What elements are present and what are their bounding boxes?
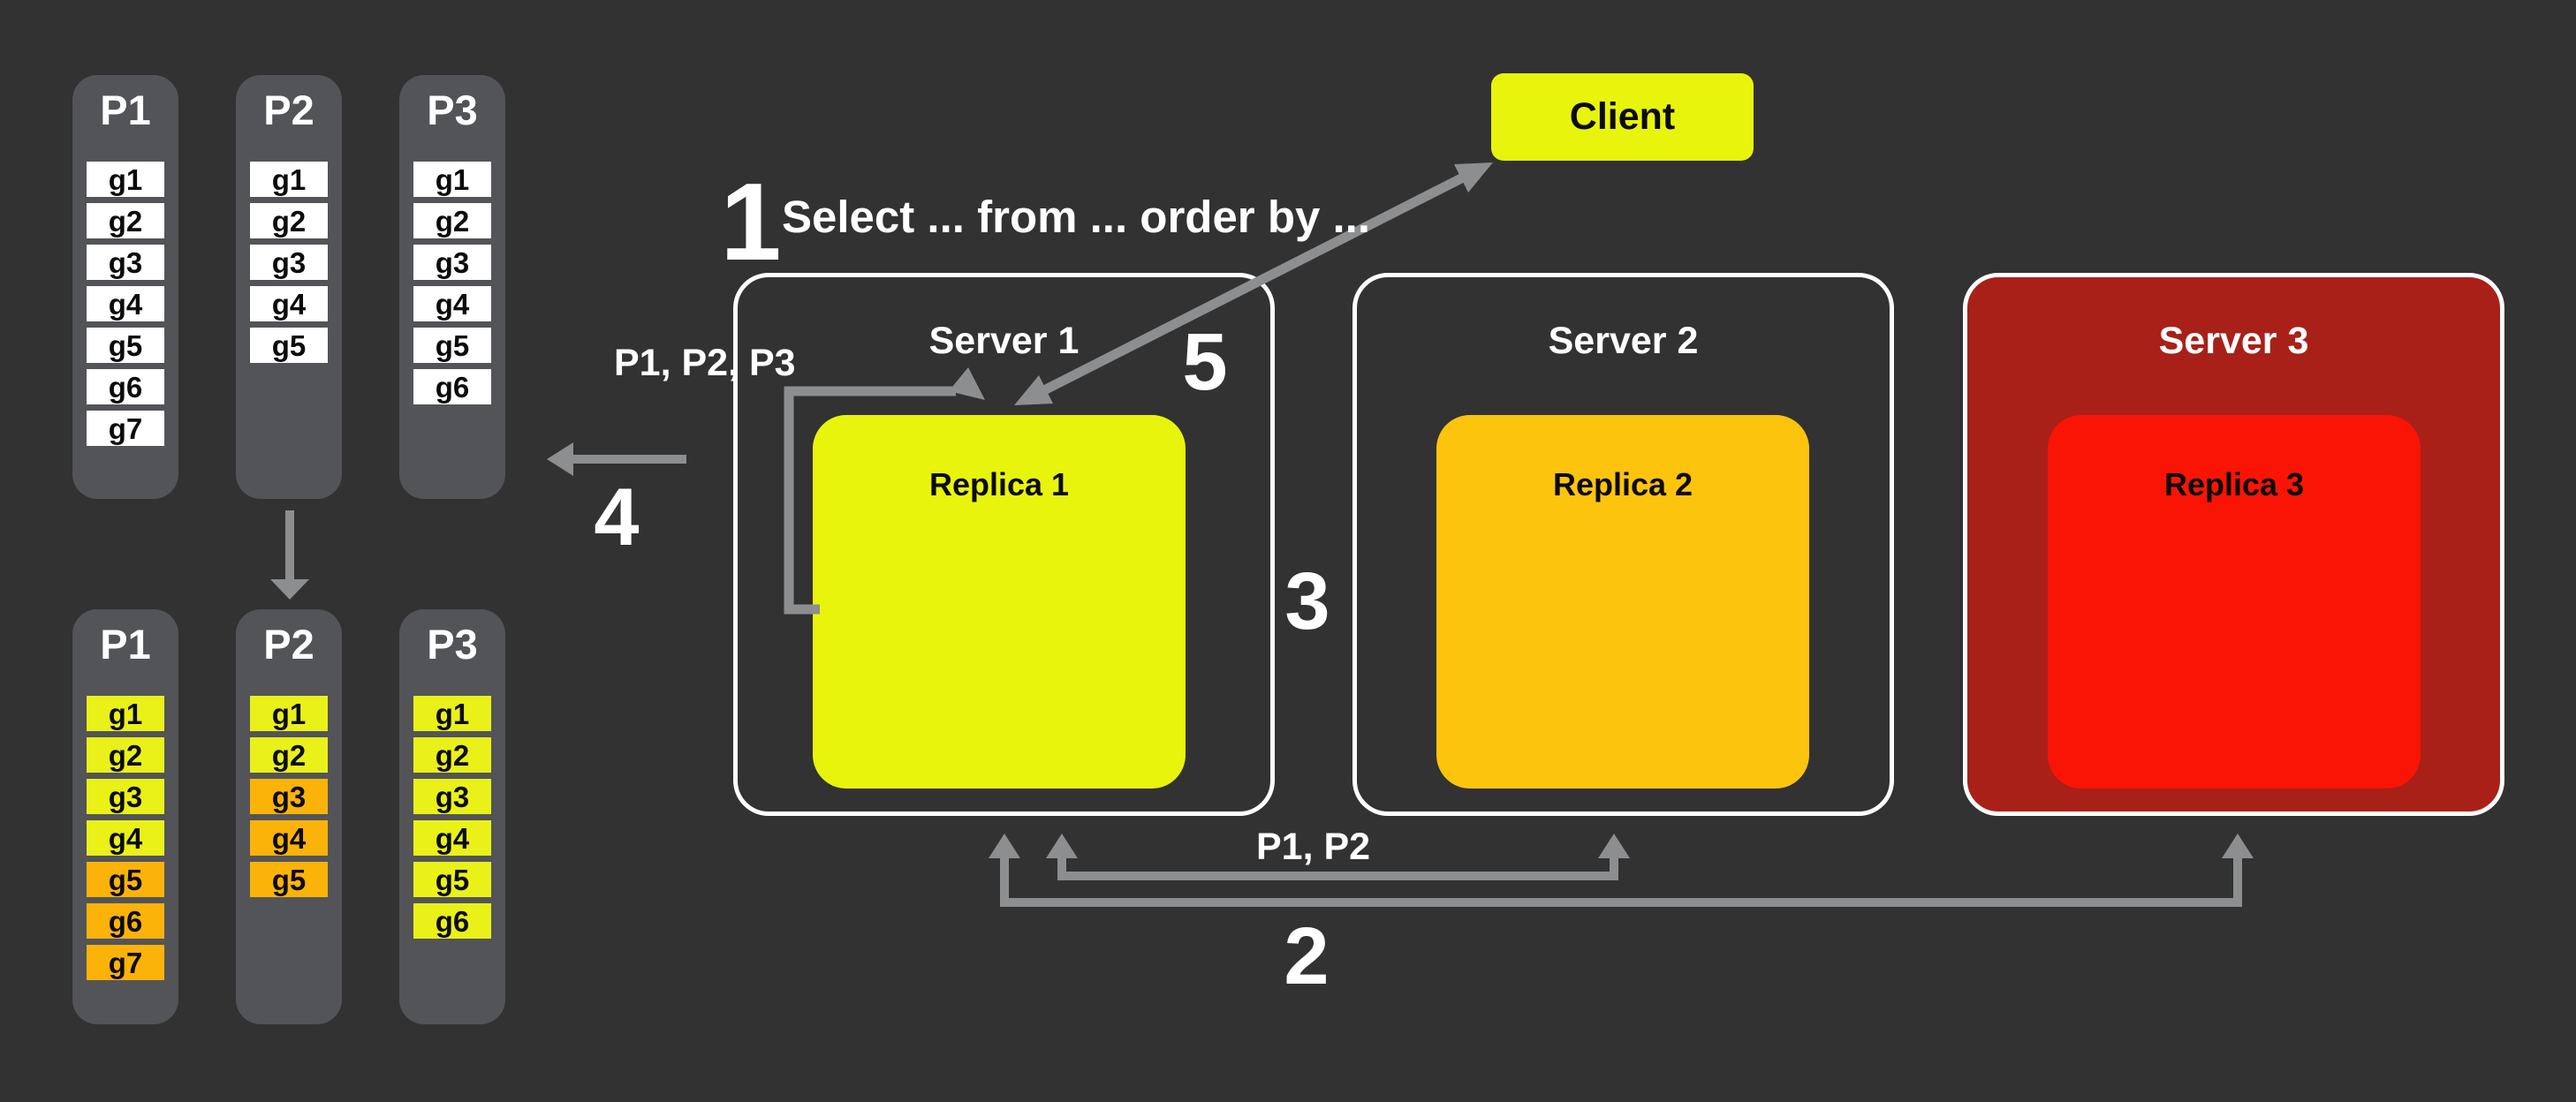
replica-1-box: Replica 1	[813, 415, 1186, 789]
step-5-number: 5	[1182, 317, 1228, 407]
partition-item-g6: g6	[87, 903, 164, 939]
partition-column-p1: P1 g1 g2 g3 g4 g5 g6 g7	[72, 609, 178, 1024]
replica-1-label: Replica 1	[928, 466, 1070, 502]
partition-label: P1	[100, 87, 151, 133]
partition-item-g4: g4	[413, 820, 491, 856]
partition-item-g2: g2	[413, 203, 491, 238]
partition-item-g1: g1	[250, 162, 328, 197]
partition-column-p2: P2 g1 g2 g3 g4 g5	[236, 609, 342, 1024]
partition-items: g1 g2 g3 g4 g5	[250, 696, 328, 897]
partition-item-g5: g5	[250, 862, 328, 897]
partition-items: g1 g2 g3 g4 g5 g6	[413, 696, 491, 939]
partition-item-g1: g1	[250, 696, 328, 731]
step-2-number: 2	[1284, 911, 1330, 1001]
partition-item-g6: g6	[87, 369, 164, 404]
partition-label: P3	[427, 87, 478, 133]
step-4-number: 4	[594, 472, 640, 562]
partitions-label-p1-p2-p3: P1, P2, P3	[614, 342, 796, 384]
partition-label: P3	[427, 621, 478, 668]
partition-item-g1: g1	[87, 162, 164, 197]
partition-item-g2: g2	[413, 737, 491, 773]
partition-item-g2: g2	[250, 203, 328, 238]
partition-item-g3: g3	[413, 779, 491, 814]
partition-items: g1 g2 g3 g4 g5	[250, 162, 328, 363]
partition-item-g4: g4	[413, 286, 491, 321]
partition-label: P2	[263, 87, 314, 133]
partition-column-p2: P2 g1 g2 g3 g4 g5	[236, 75, 342, 499]
partition-item-g7: g7	[87, 945, 164, 980]
partition-item-g4: g4	[250, 820, 328, 856]
arrow-scatter-outer-icon	[989, 834, 2254, 907]
partition-item-g1: g1	[87, 696, 164, 731]
server-2-label: Server 2	[1548, 320, 1699, 362]
partition-item-g1: g1	[413, 696, 491, 731]
partition-item-g5: g5	[87, 862, 164, 897]
partition-item-g5: g5	[413, 328, 491, 363]
partition-item-g3: g3	[87, 779, 164, 814]
partition-item-g2: g2	[250, 737, 328, 773]
partition-label: P2	[263, 621, 314, 668]
partition-item-g5: g5	[87, 328, 164, 363]
partition-items: g1 g2 g3 g4 g5 g6 g7	[87, 696, 164, 980]
partition-item-g3: g3	[413, 245, 491, 280]
partition-item-g5: g5	[413, 862, 491, 897]
replica-2-box: Replica 2	[1436, 415, 1809, 789]
query-text: Select ... from ... order by ...	[782, 192, 1371, 242]
step-3-number: 3	[1284, 556, 1330, 646]
partition-item-g7: g7	[87, 411, 164, 446]
replica-3-label: Replica 3	[2163, 466, 2305, 502]
replica-3-box: Replica 3	[2048, 415, 2421, 789]
client-box: Client	[1491, 73, 1754, 161]
partition-column-p3: P3 g1 g2 g3 g4 g5 g6	[399, 75, 505, 499]
partition-group-sorted: P1 g1 g2 g3 g4 g5 g6 g7 P2 g1 g2 g3 g4 g5 P3 g1 g2 g3 g4 g5…	[72, 609, 507, 1024]
partition-items: g1 g2 g3 g4 g5 g6	[413, 162, 491, 404]
partition-item-g4: g4	[250, 286, 328, 321]
partition-item-g3: g3	[87, 245, 164, 280]
replica-2-label: Replica 2	[1552, 466, 1693, 502]
partition-item-g4: g4	[87, 286, 164, 321]
partition-item-g2: g2	[87, 203, 164, 238]
partition-item-g6: g6	[413, 903, 491, 939]
partition-item-g4: g4	[87, 820, 164, 856]
client-label: Client	[1569, 95, 1676, 138]
partition-item-g5: g5	[250, 328, 328, 363]
step-1-number: 1	[720, 162, 782, 283]
arrow-return-partitions-left-icon	[547, 442, 686, 476]
partition-item-g3: g3	[250, 779, 328, 814]
partition-item-g6: g6	[413, 369, 491, 404]
partitions-label-p1-p2: P1, P2	[1256, 826, 1371, 868]
server-3-label: Server 3	[2158, 320, 2309, 362]
partition-group-unsorted: P1 g1 g2 g3 g4 g5 g6 g7 P2 g1 g2 g3 g4 g5 P3 g1 g2 g3 g4 g5…	[72, 75, 507, 499]
partition-column-p3: P3 g1 g2 g3 g4 g5 g6	[399, 609, 505, 1024]
partition-item-g3: g3	[250, 245, 328, 280]
server-2-box: Server 2	[1352, 273, 1894, 816]
partition-label: P1	[100, 621, 151, 668]
arrow-sort-partitions-down-icon	[270, 510, 309, 600]
partition-item-g1: g1	[413, 162, 491, 197]
partition-items: g1 g2 g3 g4 g5 g6 g7	[87, 162, 164, 446]
partition-column-p1: P1 g1 g2 g3 g4 g5 g6 g7	[72, 75, 178, 499]
partition-item-g2: g2	[87, 737, 164, 773]
